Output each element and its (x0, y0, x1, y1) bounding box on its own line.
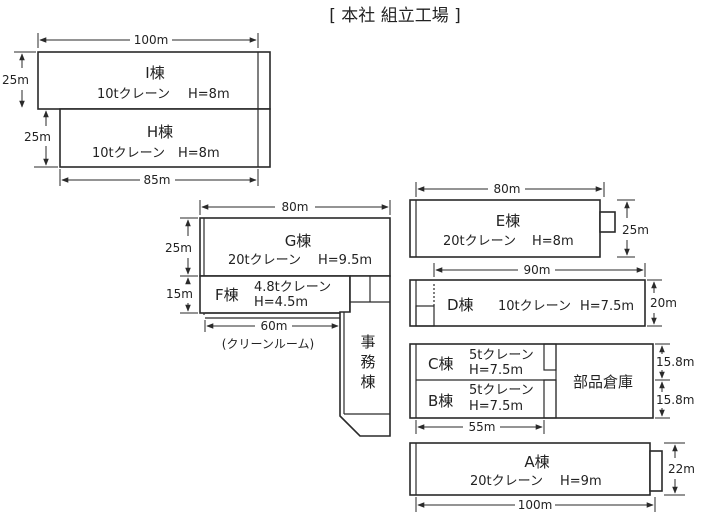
dim-f-note: (クリーンルーム) (222, 337, 314, 351)
office-char-2: 務 (360, 353, 375, 371)
dim-c-depth-label: 15.8m (656, 355, 694, 369)
dim-c-depth: 15.8m (655, 343, 694, 381)
building-c-height: H=7.5m (469, 363, 523, 378)
dim-f-depth: 15m (166, 277, 198, 314)
dim-i-depth-label: 25m (2, 73, 29, 87)
dim-h-depth-label: 25m (24, 130, 51, 144)
building-i-height: H=8m (188, 87, 230, 102)
dim-b-width-label: 55m (469, 420, 496, 434)
building-a: A棟 20tクレーン H=9m (409, 442, 663, 496)
building-c-name: C棟 (428, 355, 453, 373)
dim-b-width: 55m (415, 420, 545, 434)
building-g-crane: 20tクレーン (228, 253, 301, 268)
dim-a-depth-label: 22m (668, 462, 695, 476)
dim-g-depth: 25m (165, 217, 198, 277)
dim-g-depth-label: 25m (165, 241, 192, 255)
building-b: B棟 5tクレーン H=7.5m (428, 383, 534, 414)
dim-g-width: 80m (199, 200, 391, 215)
building-cb-block (409, 343, 654, 419)
building-i: I棟 10tクレーン H=8m (37, 51, 271, 110)
dim-i-depth: 25m (2, 51, 36, 108)
building-a-name: A棟 (524, 453, 549, 471)
dim-b-depth-label: 15.8m (656, 393, 694, 407)
building-e-name: E棟 (496, 212, 520, 230)
building-b-height: H=7.5m (469, 399, 523, 414)
building-e-height: H=8m (532, 234, 574, 249)
dim-e-width-label: 80m (494, 182, 521, 196)
dim-h-depth: 25m (24, 110, 58, 168)
dim-a-depth: 22m (664, 442, 695, 496)
dim-b-depth: 15.8m (655, 381, 694, 419)
building-c: C棟 5tクレーン H=7.5m (428, 348, 534, 378)
parts-warehouse-name: 部品倉庫 (573, 373, 633, 391)
dim-d-width-label: 90m (524, 263, 551, 277)
building-h-name: H棟 (147, 123, 173, 141)
dim-d-width: 90m (433, 263, 646, 277)
dim-a-width: 100m (415, 497, 656, 512)
dim-h-width-label: 85m (144, 173, 171, 187)
dim-a-width-label: 100m (518, 498, 553, 512)
building-a-crane: 20tクレーン (470, 474, 543, 489)
building-i-crane: 10tクレーン (97, 87, 170, 102)
building-c-crane: 5tクレーン (469, 348, 534, 363)
building-d: D棟 10tクレーン H=7.5m (409, 279, 646, 327)
office-char-3: 棟 (360, 373, 375, 391)
building-e-crane: 20tクレーン (443, 234, 516, 249)
dim-h-width: 85m (59, 169, 259, 187)
dim-e-depth-label: 25m (622, 223, 649, 237)
dim-f-width: 60m (クリーンルーム) (204, 319, 341, 351)
office-building: 事 務 棟 (339, 275, 391, 437)
building-a-height: H=9m (560, 474, 602, 489)
dim-g-width-label: 80m (282, 200, 309, 214)
building-i-name: I棟 (145, 64, 164, 82)
page-title: [ 本社 組立工場 ] (329, 6, 460, 26)
dim-e-depth: 25m (617, 199, 649, 258)
building-f-name: F棟 (215, 286, 239, 304)
building-h-crane: 10tクレーン (92, 146, 165, 161)
building-f-crane: 4.8tクレーン (254, 280, 331, 295)
building-f: F棟 4.8tクレーン H=4.5m (199, 275, 351, 319)
dim-f-depth-label: 15m (166, 287, 193, 301)
building-d-name: D棟 (447, 296, 474, 314)
office-char-1: 事 (360, 333, 375, 351)
dim-i-width-label: 100m (134, 33, 169, 47)
dim-d-depth: 20m (647, 279, 677, 327)
building-d-crane: 10tクレーン (498, 299, 571, 314)
dim-f-width-label: 60m (261, 319, 288, 333)
building-h-height: H=8m (178, 146, 220, 161)
dim-e-width: 80m (415, 182, 605, 197)
building-f-height: H=4.5m (254, 295, 308, 310)
building-d-height: H=7.5m (580, 299, 634, 314)
parts-warehouse: 部品倉庫 (573, 373, 633, 391)
building-g-name: G棟 (285, 232, 312, 250)
dim-i-width: 100m (37, 33, 259, 48)
dim-d-depth-label: 20m (650, 296, 677, 310)
building-b-crane: 5tクレーン (469, 383, 534, 398)
building-g-height: H=9.5m (318, 253, 372, 268)
building-h: H棟 10tクレーン H=8m (59, 108, 271, 168)
building-b-name: B棟 (428, 392, 453, 410)
building-e: E棟 20tクレーン H=8m (409, 199, 616, 258)
